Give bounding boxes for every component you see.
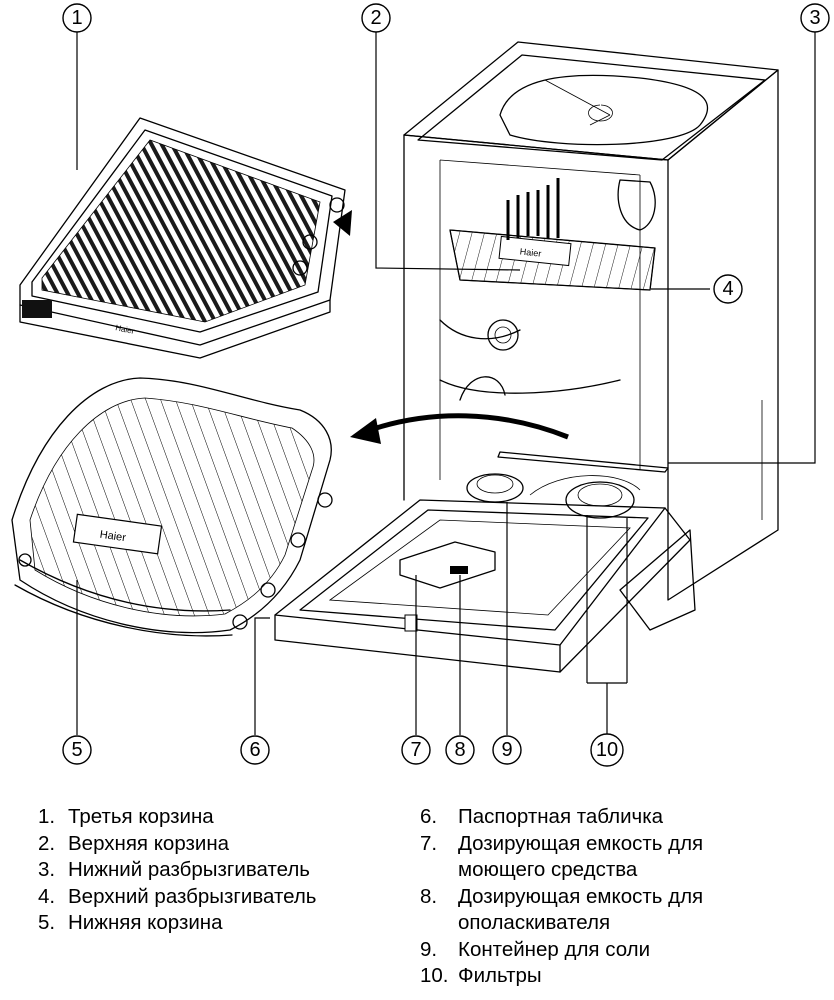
svg-text:7: 7 (410, 739, 421, 761)
brand-logo-upper-basket: Haier (519, 246, 541, 258)
legend-item-lower-basket: 5.Нижняя корзина (38, 911, 223, 934)
callout-5: 5 (62, 735, 92, 765)
legend-item-upper-basket: 2.Верхняя корзина (38, 831, 230, 855)
legend-item-third-basket: 1.Третья корзина (38, 805, 214, 828)
remove-basket-arrow (369, 413, 569, 440)
callout-4: 4 (713, 274, 743, 304)
legend-item-detergent-dispenser: 7.Дозирующая емкость для моющего средств… (420, 831, 704, 882)
callout-6: 6 (240, 735, 270, 765)
svg-text:8: 8 (454, 739, 465, 761)
legend-left: 1.Третья корзина 2.Верхняя корзина 3.Ниж… (38, 804, 378, 937)
legend-item-rinse-aid-dispenser: 8.Дозирующая емкость для ополаскивателя (420, 884, 704, 935)
legend-item-upper-spray-arm: 4.Верхний разбрызгиватель (38, 884, 317, 908)
arrow-head-icon (350, 418, 381, 444)
legend-item-salt-container: 9.Контейнер для соли (420, 937, 651, 961)
callout-2: 2 (361, 3, 391, 33)
callout-10: 10 (590, 733, 624, 767)
callout-9: 9 (492, 735, 522, 765)
legend-right: 6.Паспортная табличка 7.Дозирующая емкос… (420, 804, 820, 990)
callout-3: 3 (800, 3, 830, 33)
brand-logo-third-basket: Haier (115, 323, 136, 336)
svg-text:1: 1 (71, 7, 82, 29)
callout-8: 8 (445, 735, 475, 765)
slide-direction-arrow-icon (333, 210, 352, 236)
dishwasher-diagram: Haier Haier (11, 3, 830, 767)
svg-text:2: 2 (370, 7, 381, 29)
callout-7: 7 (401, 735, 431, 765)
svg-text:6: 6 (249, 739, 260, 761)
leader-lines (76, 32, 816, 735)
svg-text:5: 5 (71, 739, 82, 761)
svg-text:4: 4 (722, 278, 733, 300)
third-basket: Haier (19, 117, 352, 359)
lower-basket: Haier (11, 377, 333, 637)
dishwasher-body: Haier (403, 41, 779, 601)
legend-item-filters: 10.Фильтры (420, 964, 542, 987)
svg-text:10: 10 (596, 739, 618, 761)
callout-1: 1 (62, 3, 92, 33)
dishwasher-door (274, 499, 696, 673)
legend-item-rating-plate: 6.Паспортная табличка (420, 805, 664, 828)
svg-text:3: 3 (809, 7, 820, 29)
brand-logo-lower-basket: Haier (99, 529, 127, 545)
svg-text:9: 9 (501, 739, 512, 761)
legend-item-lower-spray-arm: 3.Нижний разбрызгиватель (38, 858, 310, 881)
